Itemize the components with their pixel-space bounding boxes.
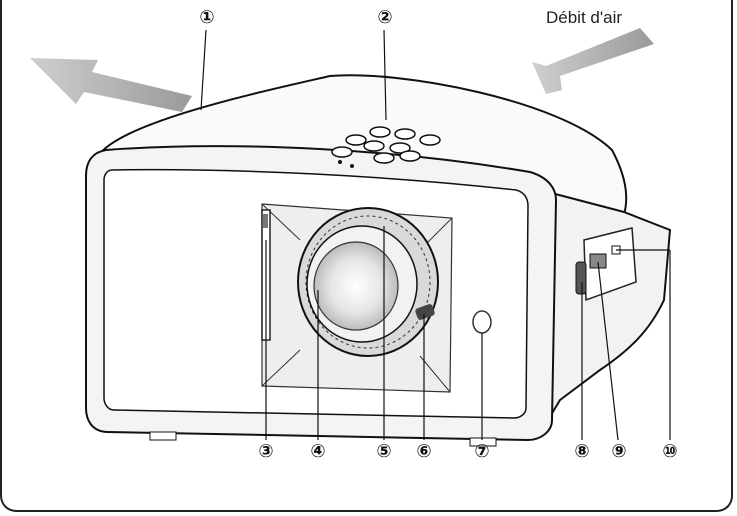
- callout-9: ⑨: [611, 441, 627, 462]
- foot-right: [469, 437, 497, 447]
- projector-side: [538, 188, 672, 424]
- callout-4: ④: [310, 441, 326, 462]
- callout-8: ⑧: [574, 441, 590, 462]
- lens: [313, 241, 399, 331]
- airflow-label: Débit d'air: [546, 8, 623, 27]
- callout-7: ⑦: [474, 441, 490, 462]
- zoom-lever: [415, 304, 435, 320]
- foot-left: [149, 431, 177, 441]
- callout-10: ⑩: [662, 441, 678, 462]
- intake-arrow: [532, 28, 654, 94]
- callout-1: ①: [199, 7, 215, 28]
- ir-sensor: [472, 310, 492, 334]
- callout-6: ⑥: [416, 441, 432, 462]
- exhaust-arrow: [30, 58, 192, 112]
- top-control-keys: [331, 126, 441, 164]
- callout-2: ②: [377, 7, 393, 28]
- kensington-slot: [575, 261, 587, 295]
- side-control: [589, 253, 607, 269]
- callout-3: ③: [258, 441, 274, 462]
- leader-lines: [200, 29, 671, 441]
- callout-5: ⑤: [376, 441, 392, 462]
